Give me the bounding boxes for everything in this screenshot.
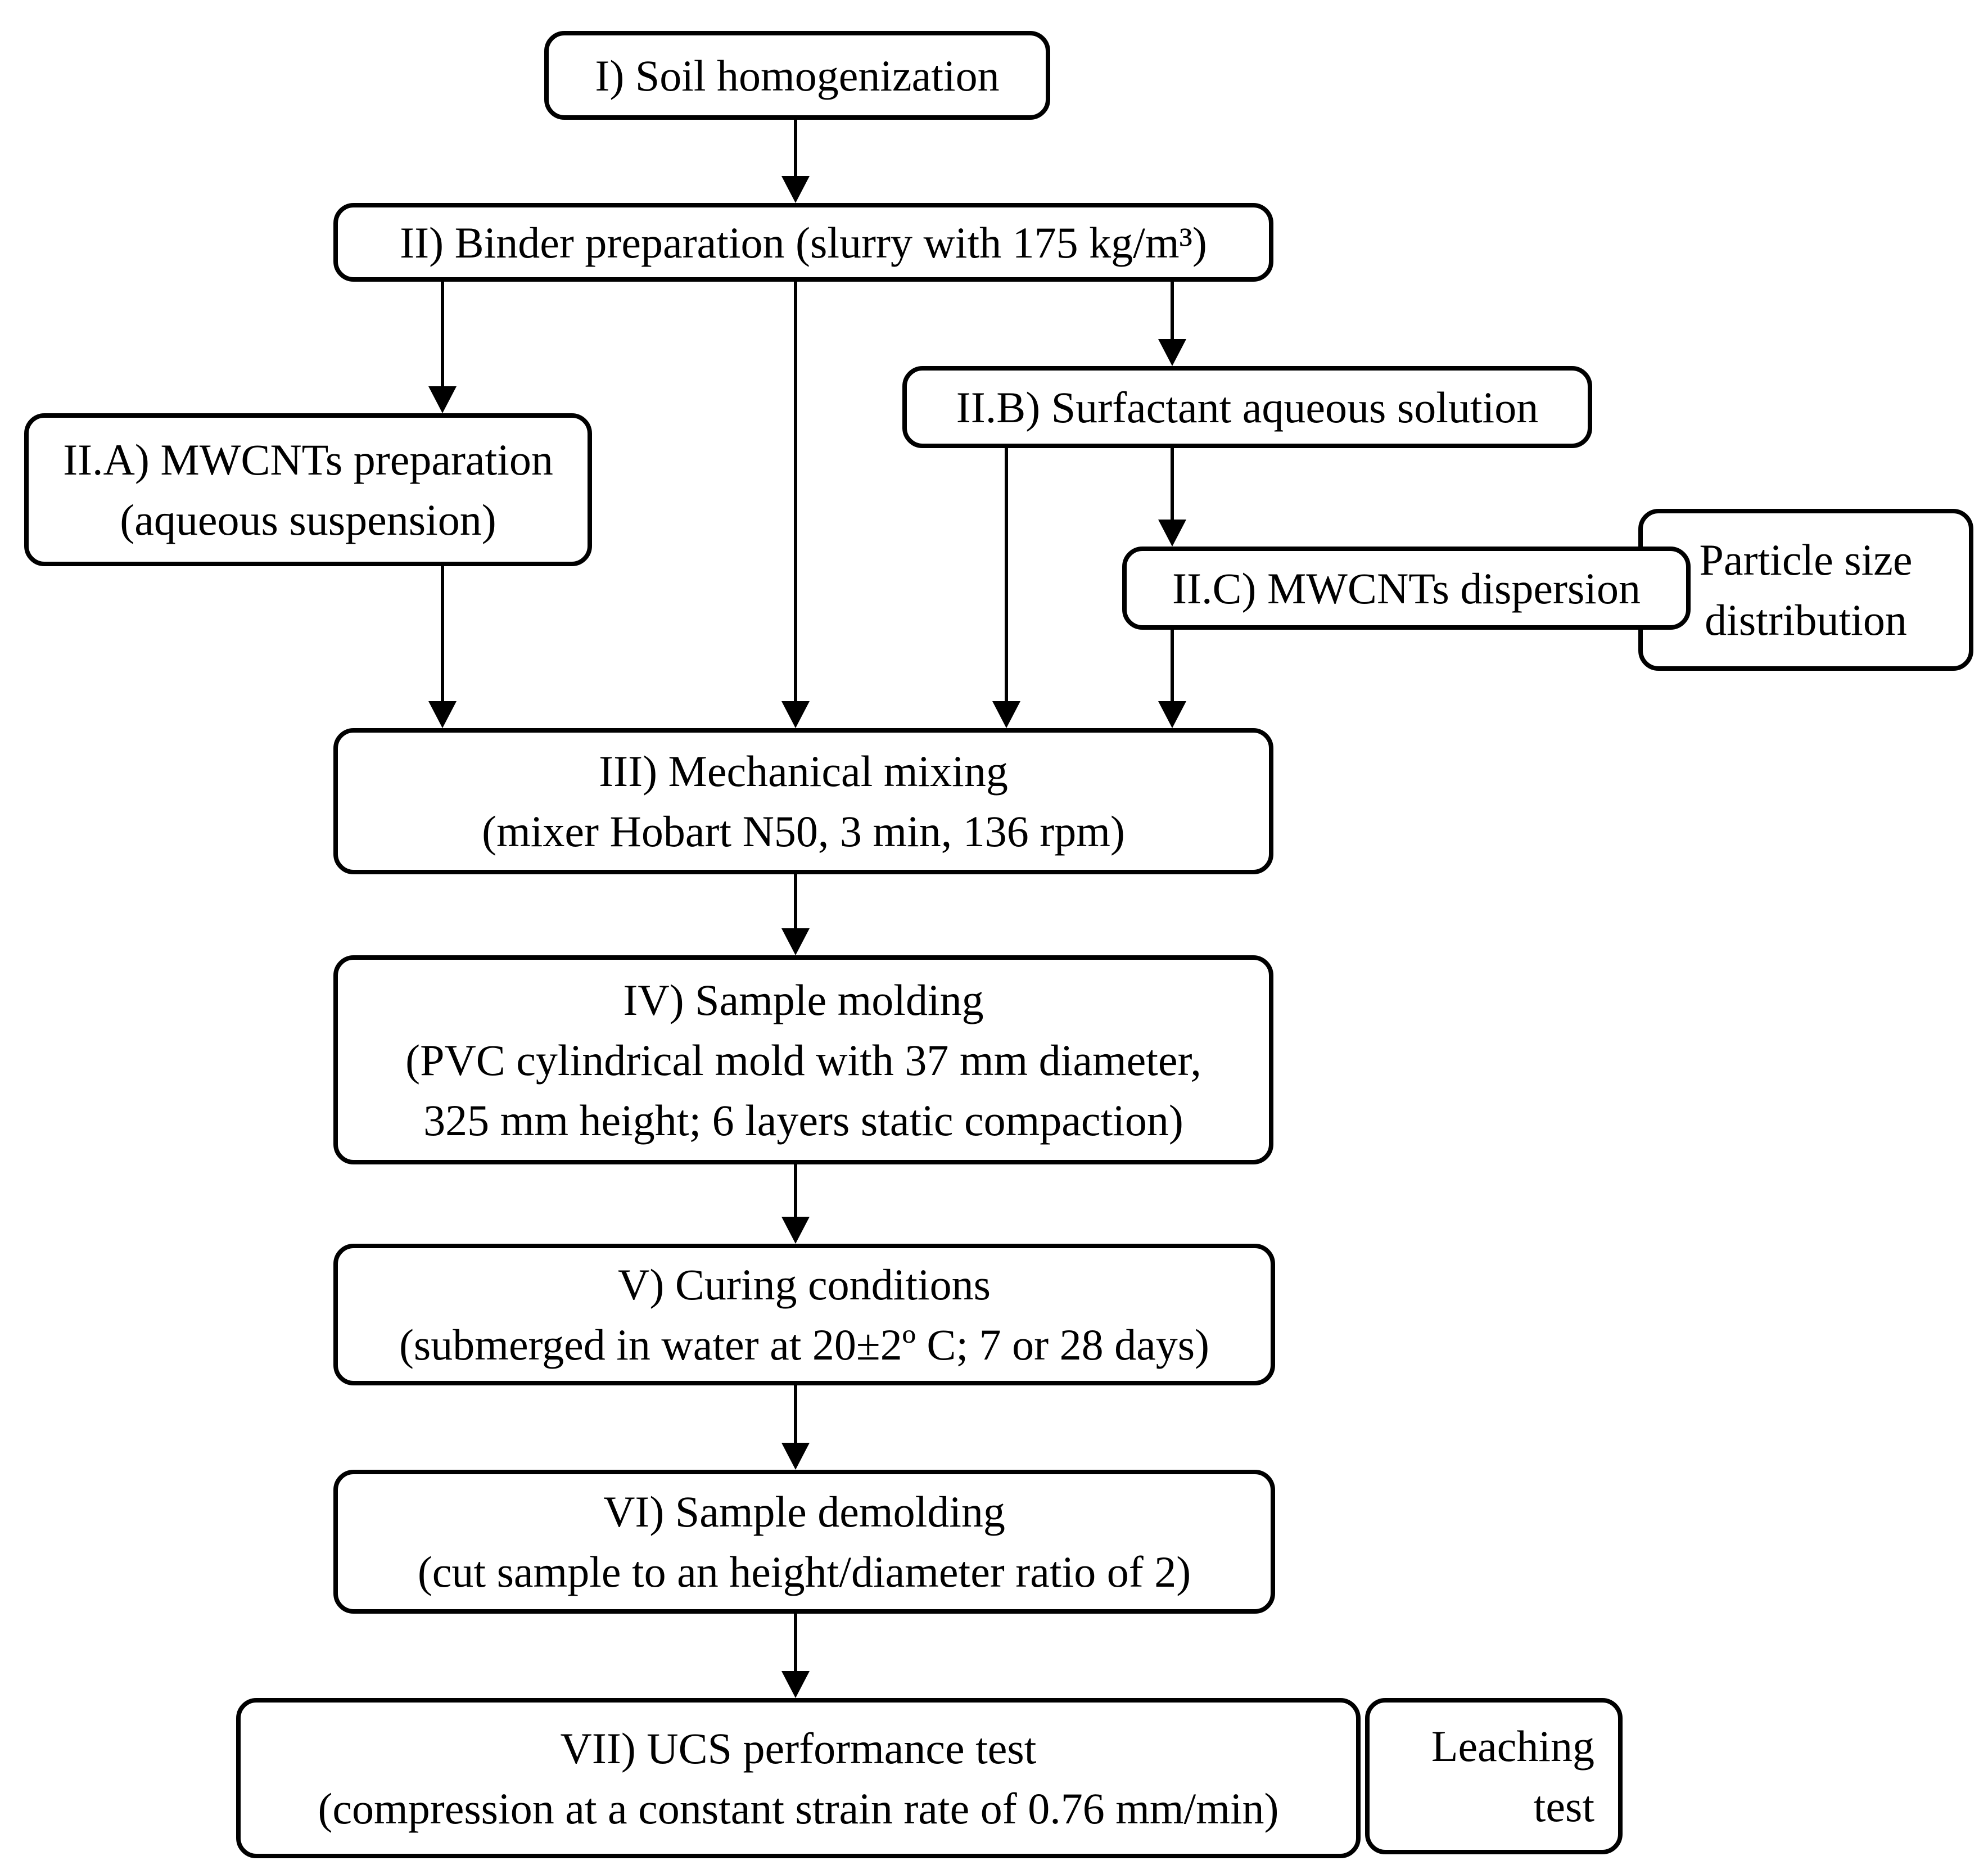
node-sample-demolding: VI) Sample demolding (cut sample to an h… — [333, 1470, 1275, 1614]
node-line: (mixer Hobart N50, 3 min, 136 rpm) — [482, 807, 1125, 856]
node-curing-conditions: V) Curing conditions (submerged in water… — [333, 1244, 1275, 1385]
node-line: (compression at a constant strain rate o… — [318, 1783, 1279, 1833]
arrow-V-to-VI — [781, 1384, 810, 1470]
arrow-IIA-to-III — [428, 565, 457, 728]
arrow-IIB-to-III — [992, 447, 1020, 728]
arrow-IV-to-V — [781, 1163, 810, 1244]
node-line: III) Mechanical mixing — [599, 747, 1008, 796]
node-line: (submerged in water at 20±2º C; 7 or 28 … — [399, 1320, 1210, 1369]
node-line: VII) UCS performance test — [560, 1723, 1037, 1773]
node-mwcnts-dispersion: II.C) MWCNTs dispersion — [1122, 547, 1691, 630]
node-leaching-test: Leaching test — [1365, 1698, 1623, 1854]
node-mechanical-mixing: III) Mechanical mixing (mixer Hobart N50… — [333, 728, 1273, 874]
node-binder-preparation: II) Binder preparation (slurry with 175 … — [333, 203, 1273, 282]
arrow-II-to-IIA — [428, 281, 457, 413]
node-line: II.A) MWCNTs preparation — [63, 435, 553, 484]
node-line: Particle size — [1699, 535, 1913, 584]
node-ucs-performance-test: VII) UCS performance test (compression a… — [236, 1698, 1361, 1858]
node-line: I) Soil homogenization — [595, 51, 1000, 100]
node-line: II.B) Surfactant aqueous solution — [956, 382, 1539, 432]
node-line: (cut sample to an height/diameter ratio … — [417, 1547, 1191, 1596]
node-line: distribution — [1705, 595, 1907, 644]
node-line: (PVC cylindrical mold with 37 mm diamete… — [405, 1035, 1201, 1085]
arrow-VI-to-VII — [781, 1613, 810, 1698]
arrow-II-to-IIB — [1158, 281, 1186, 366]
node-line: IV) Sample molding — [623, 975, 984, 1024]
arrow-II-to-III — [781, 281, 810, 728]
arrow-I-to-II — [781, 120, 810, 203]
arrow-IIC-to-III — [1158, 629, 1186, 728]
node-line: Leaching — [1431, 1722, 1594, 1771]
node-line: II) Binder preparation (slurry with 175 … — [400, 218, 1207, 267]
node-line: 325 mm height; 6 layers static compactio… — [423, 1095, 1183, 1145]
arrow-IIB-to-IIC — [1158, 447, 1186, 547]
node-sample-molding: IV) Sample molding (PVC cylindrical mold… — [333, 955, 1273, 1164]
node-line: test — [1533, 1782, 1594, 1831]
node-soil-homogenization: I) Soil homogenization — [544, 31, 1050, 120]
node-surfactant-solution: II.B) Surfactant aqueous solution — [902, 366, 1592, 448]
node-line: (aqueous suspension) — [120, 495, 496, 544]
node-line: V) Curing conditions — [618, 1260, 991, 1309]
node-line: VI) Sample demolding — [603, 1487, 1005, 1536]
node-line: II.C) MWCNTs dispersion — [1172, 563, 1641, 613]
arrow-III-to-IV — [781, 873, 810, 955]
node-particle-size-distribution: Particle size distribution — [1638, 509, 1973, 671]
node-mwcnts-preparation: II.A) MWCNTs preparation (aqueous suspen… — [24, 413, 592, 566]
